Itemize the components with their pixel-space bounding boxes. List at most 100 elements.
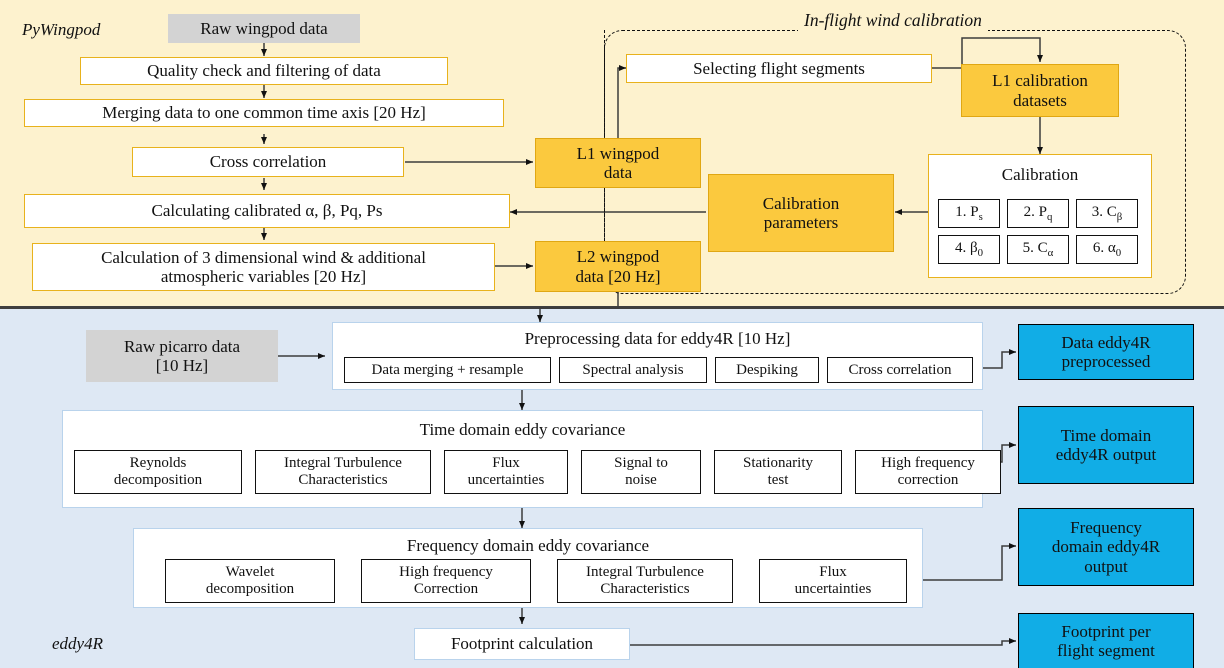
l1-wingpod-data-node: L1 wingpod data bbox=[535, 138, 701, 188]
time-domain-item-hfc-line1: High frequency bbox=[881, 455, 975, 472]
preprocessing-group-title: Preprocessing data for eddy4R [10 Hz] bbox=[524, 329, 791, 348]
l1-calibration-datasets-node: L1 calibration datasets bbox=[961, 64, 1119, 117]
param-2-index: 2. bbox=[1023, 204, 1035, 221]
time-domain-item-stationarity-line1: Stationarity bbox=[743, 455, 813, 472]
time-domain-item-reynolds-line1: Reynolds bbox=[129, 455, 187, 472]
l1-wingpod-line1: L1 wingpod bbox=[576, 143, 660, 163]
preprocessing-item-cross-correlation: Cross correlation bbox=[827, 357, 973, 383]
param-2-sub: q bbox=[1046, 210, 1053, 223]
in-flight-wind-calibration-title: In-flight wind calibration bbox=[798, 10, 988, 31]
time-domain-item-flux-line1: Flux bbox=[492, 455, 520, 472]
param-1-sub: s bbox=[978, 210, 983, 223]
l2-wingpod-data-node: L2 wingpod data [20 Hz] bbox=[535, 241, 701, 292]
frequency-domain-item-wavelet-line2: decomposition bbox=[205, 581, 295, 597]
calculation-3d-wind-node: Calculation of 3 dimensional wind & addi… bbox=[32, 243, 495, 291]
raw-picarro-line1: Raw picarro data bbox=[123, 336, 241, 356]
time-domain-group-title: Time domain eddy covariance bbox=[419, 420, 626, 439]
frequency-domain-item-flux-uncertainties: Flux uncertainties bbox=[759, 559, 907, 603]
pywingpod-section-label: PyWingpod bbox=[22, 20, 101, 39]
output-time-domain-eddy4r: Time domain eddy4R output bbox=[1018, 406, 1194, 484]
cross-correlation-node: Cross correlation bbox=[132, 147, 404, 177]
output-1-line1: Time domain bbox=[1060, 425, 1152, 445]
selecting-flight-segments-node: Selecting flight segments bbox=[626, 54, 932, 83]
time-domain-item-reynolds-line2: decomposition bbox=[113, 472, 203, 488]
output-frequency-domain-eddy4r: Frequency domain eddy4R output bbox=[1018, 508, 1194, 586]
param-3-sub: β bbox=[1116, 210, 1123, 223]
frequency-domain-item-itc-line1: Integral Turbulence bbox=[586, 564, 704, 581]
param-1-index: 1. bbox=[955, 204, 967, 221]
param-6-sub: 0 bbox=[1115, 246, 1122, 259]
calibration-parameters-node: Calibration parameters bbox=[708, 174, 894, 252]
l1-calibration-line1: L1 calibration bbox=[992, 71, 1088, 91]
output-3-line2: flight segment bbox=[1057, 641, 1155, 660]
output-data-eddy4r-preprocessed: Data eddy4R preprocessed bbox=[1018, 324, 1194, 380]
time-domain-item-signal-to-noise: Signal to noise bbox=[581, 450, 701, 494]
eddy4r-section-label: eddy4R bbox=[52, 634, 103, 653]
calibration-param-6: 6. α0 bbox=[1076, 235, 1138, 264]
param-4-sub: 0 bbox=[977, 246, 984, 259]
calculation-3d-wind-line2: atmospheric variables [20 Hz] bbox=[160, 267, 367, 286]
time-domain-items-row: Reynolds decomposition Integral Turbulen… bbox=[74, 450, 1001, 494]
frequency-domain-group-title: Frequency domain eddy covariance bbox=[406, 536, 650, 555]
param-5-sub: α bbox=[1047, 246, 1054, 259]
param-4-index: 4. bbox=[954, 240, 967, 257]
param-5-symbol: C bbox=[1037, 240, 1048, 257]
time-domain-item-signal-line1: Signal to bbox=[614, 455, 668, 472]
frequency-domain-item-hfc-line1: High frequency bbox=[399, 564, 493, 581]
calibration-parameters-row-1: 1. Ps 2. Pq 3. Cβ bbox=[938, 199, 1138, 228]
frequency-domain-item-wavelet-line1: Wavelet bbox=[225, 564, 275, 581]
param-5-index: 5. bbox=[1022, 240, 1034, 257]
time-domain-item-flux-line2: uncertainties bbox=[467, 472, 545, 488]
param-3-index: 3. bbox=[1091, 204, 1103, 221]
calculating-calibrated-node: Calculating calibrated α, β, Pq, Ps bbox=[24, 194, 510, 228]
preprocessing-item-despiking: Despiking bbox=[715, 357, 819, 383]
param-4-symbol: β bbox=[969, 240, 978, 257]
calibration-parameters-line2: parameters bbox=[763, 213, 839, 232]
calibration-group-box: Calibration 1. Ps 2. Pq 3. Cβ 4. β0 5. C… bbox=[928, 154, 1152, 278]
output-2-line3: output bbox=[1084, 556, 1128, 576]
calibration-param-5: 5. Cα bbox=[1007, 235, 1069, 264]
l1-calibration-line2: datasets bbox=[1013, 90, 1067, 110]
calibration-param-3: 3. Cβ bbox=[1076, 199, 1138, 228]
frequency-domain-item-itc-line2: Characteristics bbox=[600, 581, 690, 597]
raw-wingpod-data-node: Raw wingpod data bbox=[168, 14, 360, 43]
time-domain-item-signal-line2: noise bbox=[625, 472, 657, 488]
frequency-domain-item-hfc-line2: Correction bbox=[413, 581, 479, 597]
time-domain-item-hfc-line2: correction bbox=[897, 472, 959, 488]
param-6-symbol: α bbox=[1107, 240, 1116, 257]
preprocessing-items-row: Data merging + resample Spectral analysi… bbox=[344, 357, 973, 383]
time-domain-item-itc-line2: Characteristics bbox=[298, 472, 388, 488]
calibration-parameters-row-2: 4. β0 5. Cα 6. α0 bbox=[938, 235, 1138, 264]
time-domain-item-flux-uncertainties: Flux uncertainties bbox=[444, 450, 568, 494]
time-domain-item-stationarity-test: Stationarity test bbox=[714, 450, 842, 494]
quality-check-node: Quality check and filtering of data bbox=[80, 57, 448, 85]
preprocessing-group-box: Preprocessing data for eddy4R [10 Hz] Da… bbox=[332, 322, 983, 390]
raw-picarro-data-node: Raw picarro data [10 Hz] bbox=[86, 330, 278, 382]
calibration-parameters-line1: Calibration bbox=[762, 193, 840, 213]
output-2-line2: domain eddy4R bbox=[1051, 537, 1161, 557]
output-0-line1: Data eddy4R bbox=[1061, 332, 1151, 352]
param-1-symbol: P bbox=[970, 204, 979, 221]
frequency-domain-item-itc: Integral Turbulence Characteristics bbox=[557, 559, 733, 603]
calibration-group-title: Calibration bbox=[1001, 165, 1079, 184]
calibration-param-1: 1. Ps bbox=[938, 199, 1000, 228]
param-3-symbol: C bbox=[1106, 204, 1117, 221]
raw-picarro-line2: [10 Hz] bbox=[155, 356, 209, 375]
output-1-line2: eddy4R output bbox=[1055, 445, 1157, 464]
time-domain-group-box: Time domain eddy covariance Reynolds dec… bbox=[62, 410, 1001, 508]
merging-data-node: Merging data to one common time axis [20… bbox=[24, 99, 504, 127]
param-2-symbol: P bbox=[1038, 204, 1047, 221]
frequency-domain-group-box: Frequency domain eddy covariance Wavelet… bbox=[133, 528, 923, 608]
frequency-domain-items-row: Wavelet decomposition High frequency Cor… bbox=[165, 559, 907, 603]
output-0-line2: preprocessed bbox=[1061, 352, 1151, 371]
param-6-index: 6. bbox=[1092, 240, 1105, 257]
preprocessing-item-spectral-analysis: Spectral analysis bbox=[559, 357, 707, 383]
output-2-line1: Frequency bbox=[1070, 518, 1142, 538]
time-domain-item-stationarity-line2: test bbox=[767, 472, 789, 488]
l2-wingpod-line1: L2 wingpod bbox=[576, 247, 660, 267]
time-domain-item-itc: Integral Turbulence Characteristics bbox=[255, 450, 431, 494]
output-footprint-per-flight-segment: Footprint per flight segment bbox=[1018, 613, 1194, 668]
frequency-domain-item-high-frequency-correction: High frequency Correction bbox=[361, 559, 531, 603]
footprint-calculation-node: Footprint calculation bbox=[414, 628, 630, 660]
